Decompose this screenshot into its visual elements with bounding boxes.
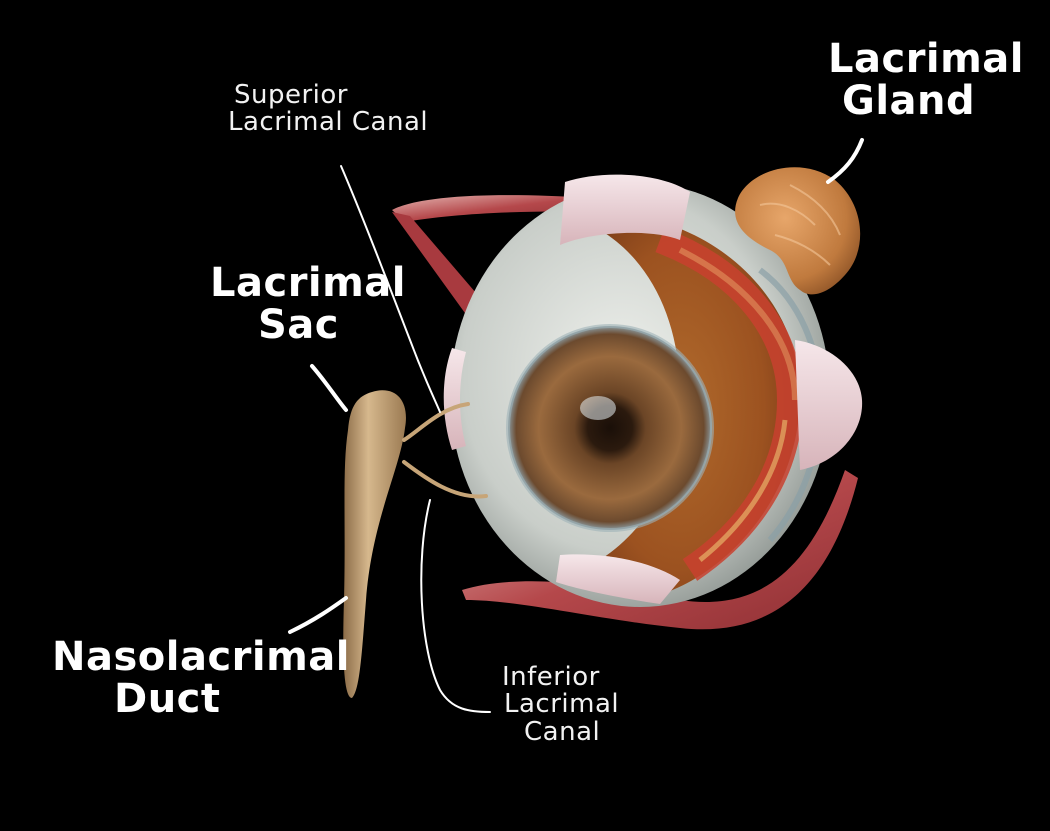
inferior-lacrimal-canal-label-line-1: Inferior bbox=[502, 662, 600, 692]
lacrimal-gland-label-line-1: Lacrimal bbox=[828, 36, 1025, 82]
inferior-lacrimal-canal-label: Inferior Lacrimal Canal bbox=[498, 662, 620, 747]
superior-lacrimal-canal-label-line-2: Lacrimal Canal bbox=[228, 107, 429, 138]
lacrimal-gland-shape bbox=[735, 167, 861, 295]
superior-lacrimal-canal-label-line-1: Superior bbox=[234, 80, 348, 110]
eyeball bbox=[443, 174, 863, 607]
superior-oblique-muscle bbox=[392, 195, 600, 320]
inferior-lacrimal-canal-label-line-2: Lacrimal bbox=[504, 689, 620, 720]
inferior-lacrimal-canal-label-line-3: Canal bbox=[524, 716, 601, 747]
nasolacrimal-duct-label: Nasolacrimal Duct bbox=[52, 636, 350, 720]
lacrimal-sac-label: Lacrimal Sac bbox=[210, 262, 406, 346]
label-leader-lines bbox=[288, 138, 864, 713]
inferior-oblique-muscle bbox=[462, 470, 858, 630]
lacrimal-sac-and-duct bbox=[343, 390, 406, 698]
nasolacrimal-duct-label-line-1: Nasolacrimal bbox=[52, 634, 350, 680]
lacrimal-gland-label: Lacrimal Gland bbox=[828, 38, 1024, 122]
lacrimal-gland-label-line-2: Gland bbox=[842, 78, 976, 124]
lacrimal-sac-label-line-1: Lacrimal bbox=[210, 260, 407, 306]
superior-lacrimal-canal-label: Superior Lacrimal Canal bbox=[228, 80, 429, 138]
lacrimal-sac-label-line-2: Sac bbox=[258, 302, 340, 348]
lacrimal-canaliculi bbox=[402, 402, 488, 499]
nasolacrimal-duct-label-line-2: Duct bbox=[114, 676, 221, 722]
